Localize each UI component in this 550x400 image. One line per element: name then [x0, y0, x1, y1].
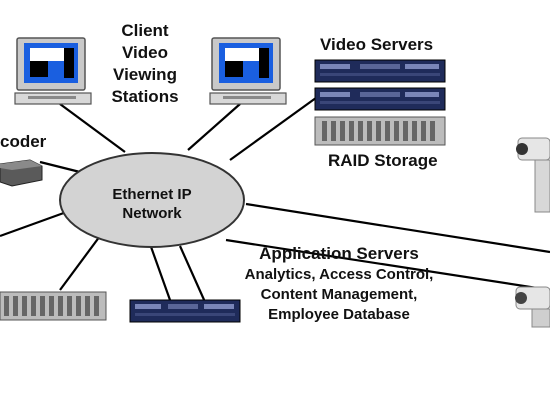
link-camera-top — [245, 202, 550, 254]
application-servers-line: Content Management, — [260, 286, 418, 303]
client-monitor-icon-left — [14, 37, 92, 105]
link-video-servers — [229, 94, 321, 161]
link-left-edge — [0, 208, 73, 238]
encoder-device-icon — [0, 159, 43, 187]
application-servers-line: Employee Database — [268, 306, 410, 323]
link-encoder — [39, 160, 81, 174]
network-label: Ethernet IP Network — [92, 185, 212, 223]
application-server-icon — [129, 299, 241, 323]
video-server-icon-1 — [314, 59, 446, 83]
security-camera-icon-bottom — [515, 286, 550, 328]
client-label-line: Stations — [111, 87, 179, 106]
client-label-line: Video — [122, 43, 168, 62]
link-raid-left — [59, 235, 101, 291]
client-label-line: Viewing — [113, 65, 177, 84]
application-servers-label: Application Servers Analytics, Access Co… — [224, 243, 454, 325]
link-app-server-2 — [178, 245, 207, 303]
video-servers-label: Video Servers — [320, 35, 434, 54]
link-client-right — [187, 103, 241, 151]
video-server-icon-2 — [314, 87, 446, 111]
link-client-left — [59, 103, 126, 153]
link-camera-bottom — [225, 238, 550, 292]
raid-storage-label: RAID Storage — [328, 151, 438, 170]
encoder-label: coder — [0, 132, 47, 151]
client-stations-label: Client Video Viewing Stations — [100, 20, 190, 108]
network-ellipse — [59, 152, 245, 248]
application-servers-title: Application Servers — [259, 244, 419, 263]
client-monitor-icon-right — [209, 37, 287, 105]
link-app-server — [148, 243, 172, 301]
client-label-line: Client — [121, 21, 169, 40]
raid-storage-icon-left — [0, 291, 107, 321]
security-camera-icon-top — [516, 137, 550, 213]
network-label-line: Ethernet IP — [112, 186, 192, 203]
application-servers-line: Analytics, Access Control, — [244, 266, 434, 283]
network-label-line: Network — [122, 205, 182, 222]
raid-storage-icon — [314, 116, 446, 146]
connection-lines — [0, 94, 550, 303]
